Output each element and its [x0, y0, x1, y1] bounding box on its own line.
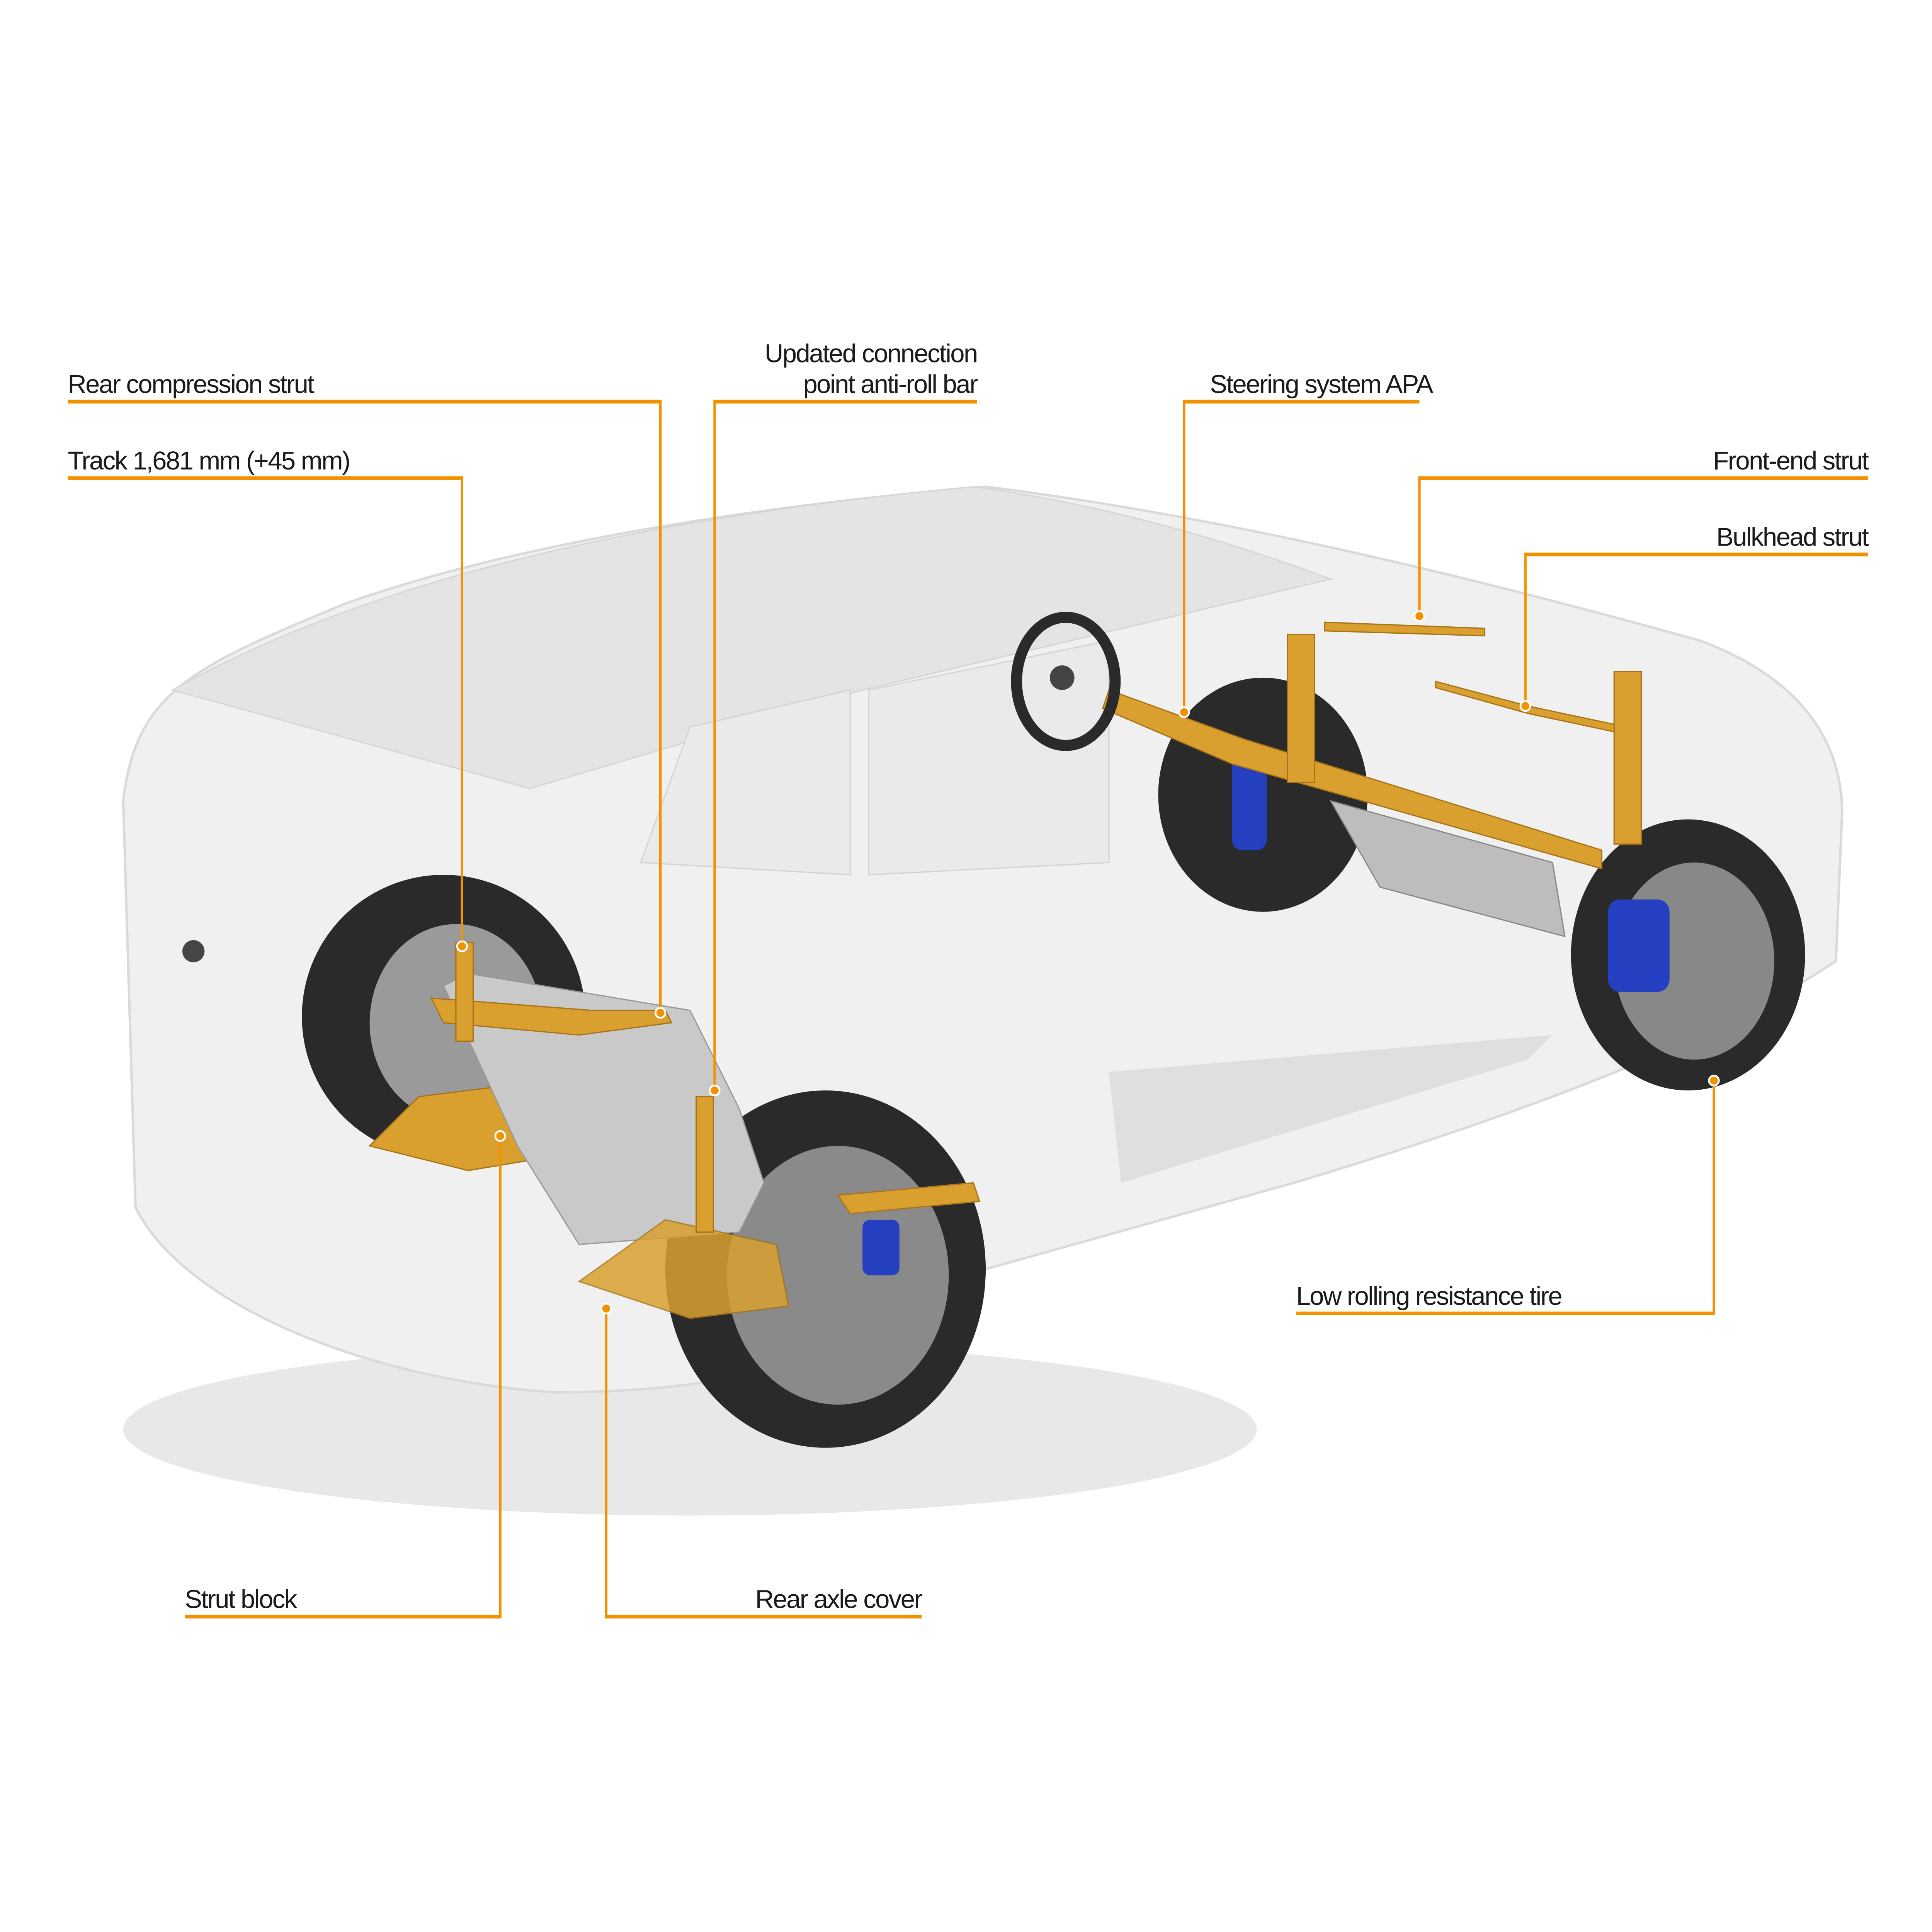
bmw-logo-icon [182, 940, 205, 963]
callout-steering-system: Steering system APA [1178, 370, 1434, 718]
callout-rear-compression-strut: Rear compression strut [68, 370, 667, 1019]
callout-track: Track 1,681 mm (+45 mm) [68, 446, 468, 952]
label-tire: Low rolling resistance tire [1296, 1282, 1562, 1311]
callout-rear-axle-cover: Rear axle cover [600, 1303, 923, 1619]
callout-tire: Low rolling resistance tire [1296, 1075, 1720, 1316]
label-anti-roll-line1: Updated connection [765, 339, 977, 368]
label-anti-roll-line2: point anti-roll bar [803, 370, 978, 399]
steering-wheel-illustration [1011, 612, 1121, 751]
chassis-parts-illustration [368, 621, 1642, 1319]
label-rear-axle-cover: Rear axle cover [755, 1585, 923, 1614]
callout-front-end-strut: Front-end strut [1413, 446, 1870, 622]
label-bulkhead-strut: Bulkhead strut [1716, 523, 1869, 552]
callout-strut-block: Strut block [185, 1130, 506, 1619]
label-rear-compression-strut: Rear compression strut [68, 370, 315, 399]
label-strut-block: Strut block [185, 1585, 297, 1614]
label-track: Track 1,681 mm (+45 mm) [68, 446, 349, 475]
callout-bulkhead-strut: Bulkhead strut [1519, 523, 1870, 712]
label-front-end-strut: Front-end strut [1713, 446, 1869, 475]
callout-anti-roll-bar: Updated connection point anti-roll bar [709, 339, 979, 1097]
label-steering-system: Steering system APA [1210, 370, 1433, 399]
